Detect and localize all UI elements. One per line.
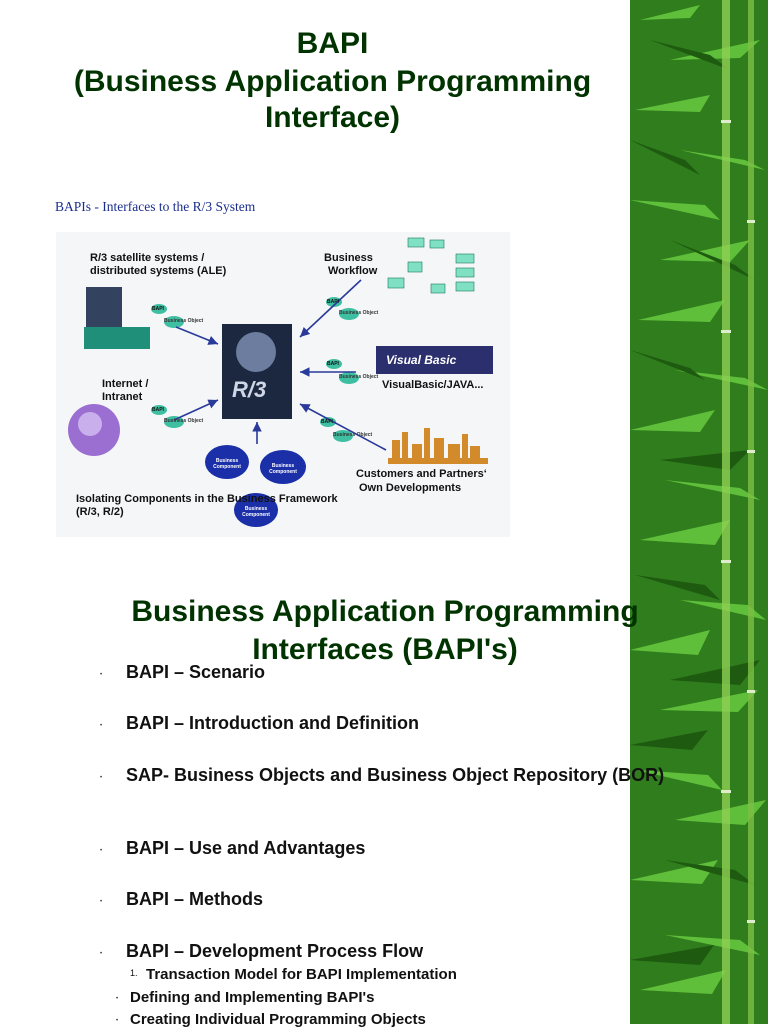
bullet-item: BAPI – Use and Advantages [126,838,366,858]
label-visualbasic-java: VisualBasic/JAVA... [382,379,484,391]
label-workflow-line1: Business [324,252,373,264]
bullet-dot: • [100,848,103,854]
bapi-tag-2: BAPI [327,299,339,305]
diagram-heading: BAPIs - Interfaces to the R/3 System [55,199,256,214]
r3-center-label: R/3 [232,377,267,402]
satellite-system-icon [86,287,122,332]
slide1-title-line1: BAPI [296,27,369,60]
bullet-item: BAPI – Introduction and Definition [126,713,419,733]
label-internet-line2: Intranet [102,391,143,403]
business-component-label-bottom: Business Component [242,506,270,518]
slide2-title-line2: Interfaces (BAPI's) [252,633,518,666]
bullet-dot: • [100,723,103,729]
visual-basic-logo-text: Visual Basic [386,353,457,367]
label-satellite-line1: R/3 satellite systems / [90,252,205,264]
bapi-tag-1: BAPI [152,306,164,312]
business-object-label-2: Business Object [339,310,379,316]
sub-bullet-dot: • [116,996,119,1002]
bamboo-decoration [630,0,768,1024]
bapi-tag-5: BAPI [321,419,333,425]
business-object-label-3: Business Object [339,374,379,380]
bapi-tag-3: BAPI [327,361,339,367]
bullet-item: SAP- Business Objects and Business Objec… [126,765,665,785]
sub-bullet-dot: • [116,1018,119,1024]
label-workflow-line2: Workflow [328,265,378,277]
label-isolating-line1: Isolating Components in the Business Fra… [76,493,338,505]
bapi-object-tags [151,297,359,442]
label-internet-line1: Internet / [102,378,149,390]
bullet-dot: • [100,899,103,905]
slide2-title-line1: Business Application Programming [131,595,639,628]
bapi-tag-4: BAPI [152,407,164,413]
slide1-title-line3: Interface) [264,101,401,134]
slide1-title-line2: (Business Application Programming [73,65,592,98]
sub-item: Creating Individual Programming Objects [130,1011,426,1028]
bullet-item: BAPI – Development Process Flow [126,941,424,961]
bullet-item: BAPI – Methods [126,889,264,909]
city-skyline-icon [388,428,488,464]
business-object-label-5: Business Object [333,432,373,438]
visual-basic-logo [376,346,493,374]
bullet-item: BAPI – Scenario [126,662,266,682]
sub-item: Defining and Implementing BAPI's [130,989,375,1006]
business-object-label-1: Business Object [164,318,204,324]
business-component-label-left: Business Component [213,458,241,470]
business-component-label-right: Business Component [269,463,297,475]
bapi-diagram: R/3 satellite systems / distributed syst… [56,232,510,537]
bullet-dot: • [100,775,103,781]
label-customers-line2: Own Developments [359,482,462,494]
sub-item: Transaction Model for BAPI Implementatio… [146,966,457,983]
bullet-dot: • [100,951,103,957]
business-component-circles [205,445,306,527]
sub-item-number: 1. [130,968,138,978]
workflow-chart-icon [387,237,475,294]
label-customers-line1: Customers and Partners‘ [356,468,487,480]
business-object-label-4: Business Object [164,418,204,424]
bullet-dot: • [100,672,103,678]
label-satellite-line2: distributed systems (ALE) [90,265,227,277]
label-isolating-line2: (R/3, R/2) [76,506,124,518]
